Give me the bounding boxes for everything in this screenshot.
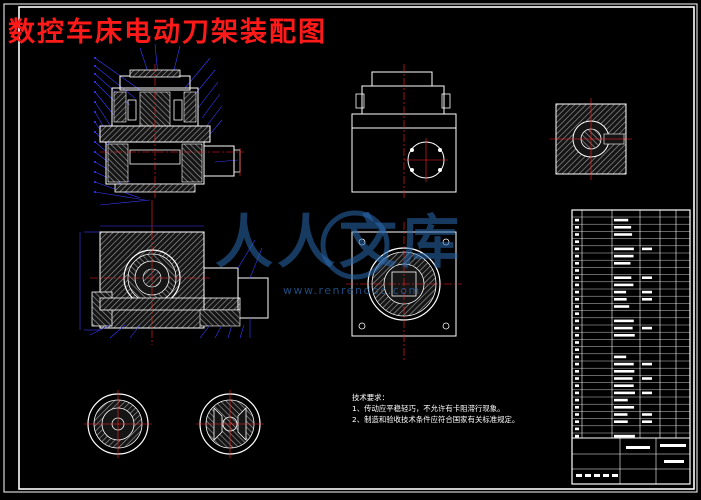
technical-requirements-heading: 技术要求：: [352, 392, 519, 403]
watermark: 人人文库 www.renrendoc.com: [205, 190, 485, 310]
front-view: [352, 64, 456, 198]
section-view-b: [196, 390, 264, 458]
section-view-a: [84, 390, 152, 458]
technical-requirement-2: 2、制造和验收技术条件应符合国家有关标准规定。: [352, 414, 519, 425]
drawing-title: 数控车床电动刀架装配图: [8, 10, 327, 49]
technical-requirements: 技术要求： 1、传动应平稳轻巧，不允许有卡阻滞行现象。 2、制造和验收技术条件应…: [352, 392, 519, 425]
parts-list: [572, 210, 690, 484]
technical-requirement-1: 1、传动应平稳轻巧，不允许有卡阻滞行现象。: [352, 403, 519, 414]
watermark-url: www.renrendoc.com: [283, 284, 421, 297]
detail-section: [550, 98, 632, 180]
watermark-text: 人人文库: [215, 208, 463, 276]
